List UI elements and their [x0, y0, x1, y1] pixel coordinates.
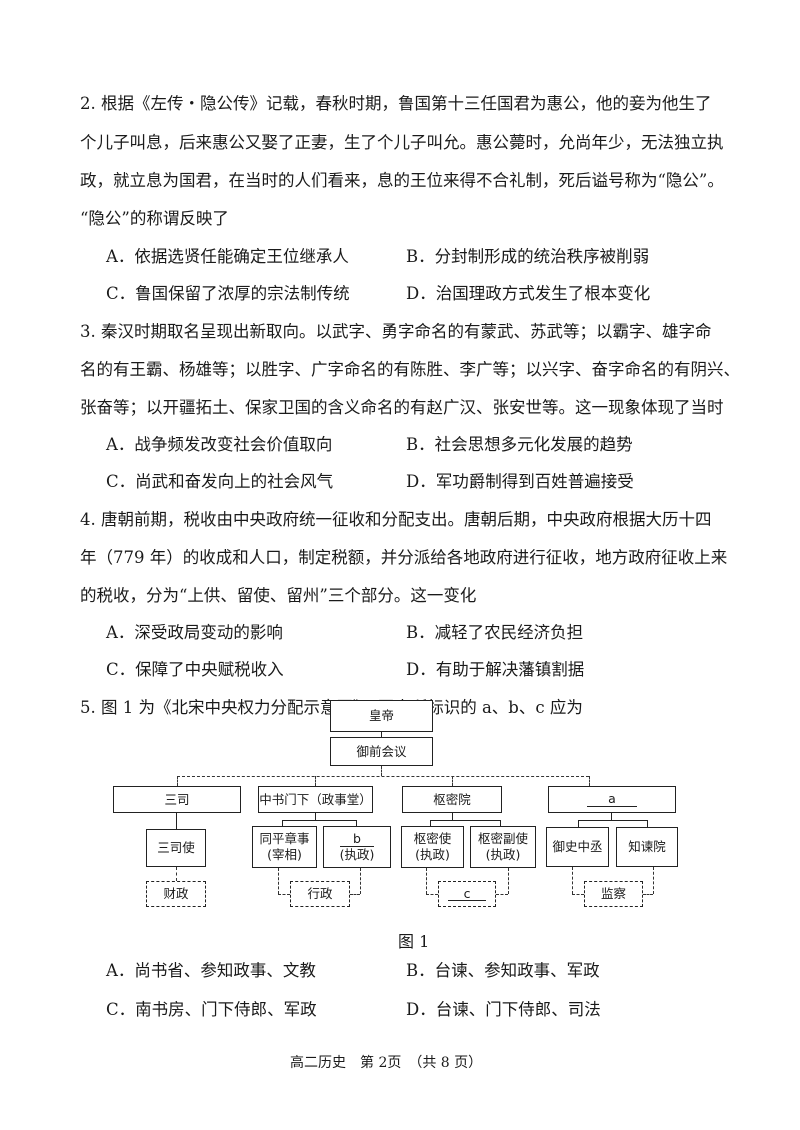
q3-line-2: 名的有王霸、杨雄等；以胜字、广字命名的有陈胜、李广等；以兴字、奋字命名的有阴兴、 — [80, 360, 740, 379]
dashed-branch — [177, 776, 589, 777]
dashed-branch — [653, 867, 654, 894]
connector — [430, 820, 432, 829]
shumi-shi-title: 枢密使 — [413, 831, 452, 847]
q2-option-d[interactable]: D．治国理政方式发生了根本变化 — [406, 284, 651, 303]
q5-option-a[interactable]: A．尚书省、参知政事、文教 — [106, 961, 316, 980]
connector — [176, 813, 178, 829]
connector — [381, 732, 383, 738]
sansi-shi-box: 三司使 — [146, 829, 206, 867]
connector — [315, 813, 317, 821]
caizheng-box: 财政 — [146, 881, 206, 907]
zhongshu-box: 中书门下（政事堂） — [258, 786, 373, 813]
q3-option-b[interactable]: B．社会思想多元化发展的趋势 — [406, 435, 633, 454]
connector — [282, 820, 357, 822]
q2-option-c[interactable]: C．鲁国保留了浓厚的宗法制传统 — [106, 284, 350, 303]
connector — [356, 820, 358, 829]
connector — [500, 820, 502, 829]
connector — [430, 820, 500, 822]
dashed-branch — [572, 867, 573, 894]
connector — [578, 820, 580, 829]
q3-option-d[interactable]: D．军功爵制得到百姓普遍接受 — [406, 472, 634, 491]
a-box: a — [548, 786, 676, 813]
shumi-fushi-title: 枢密副使 — [477, 831, 528, 847]
dashed-branch — [572, 894, 584, 895]
dashed-branch — [176, 867, 177, 881]
q5-option-b[interactable]: B．台谏、参知政事、军政 — [406, 961, 600, 980]
q3-line-3: 张奋等；以开疆拓土、保家卫国的含义命名的有赵广汉、张安世等。这一现象体现了当时 — [80, 398, 724, 417]
dashed-branch — [426, 868, 427, 894]
dashed-branch — [589, 776, 590, 786]
dashed-branch — [381, 766, 382, 776]
q4-line-3: 的税收，分为“上供、留使、留州”三个部分。这一变化 — [80, 586, 477, 605]
q2-line-4: “隐公”的称谓反映了 — [80, 209, 229, 228]
shumi-box: 枢密院 — [402, 786, 502, 813]
tongping-sub: (宰相) — [267, 847, 302, 862]
jiancha-box: 监察 — [584, 881, 643, 907]
connector — [578, 820, 648, 822]
shumi-fushi-box: 枢密副使 (执政) — [470, 826, 536, 868]
connector — [282, 820, 284, 829]
q2-option-a[interactable]: A．依据选贤任能确定王位继承人 — [106, 247, 349, 266]
dashed-branch — [360, 868, 361, 894]
connector — [452, 813, 454, 821]
dashed-branch — [278, 868, 279, 894]
q3-line-1: 3. 秦汉时期取名呈现出新取向。以武字、勇字命名的有蒙武、苏武等；以霸字、雄字命 — [80, 322, 712, 341]
figure-caption: 图 1 — [398, 932, 430, 951]
q2-line-1: 2. 根据《左传・隐公传》记载，春秋时期，鲁国第十三任国君为惠公，他的妾为他生了 — [80, 94, 712, 113]
shumi-shi-box: 枢密使 (执政) — [401, 826, 464, 868]
blank-a: a — [587, 792, 637, 807]
b-box: b (执政) — [323, 826, 391, 868]
sansi-box: 三司 — [113, 786, 241, 813]
q4-option-c[interactable]: C．保障了中央赋税收入 — [106, 660, 284, 679]
q4-line-2: 年（779 年）的收成和人口，制定税额，并分派给各地政府进行征收，地方政府征收上… — [80, 548, 728, 567]
tongping-title: 同平章事 — [259, 831, 310, 847]
yushi-box: 御史中丞 — [546, 827, 609, 867]
b-sub: (执政) — [339, 846, 375, 862]
dashed-branch — [508, 868, 509, 894]
connector — [647, 820, 649, 829]
q3-option-c[interactable]: C．尚武和奋发向上的社会风气 — [106, 472, 334, 491]
dashed-branch — [177, 776, 178, 786]
dashed-branch — [426, 894, 438, 895]
zhijian-box: 知谏院 — [616, 827, 678, 867]
q4-option-a[interactable]: A．深受政局变动的影响 — [106, 623, 283, 642]
q2-line-2: 个儿子叫息，后来惠公又娶了正妻，生了个儿子叫允。惠公薨时，允尚年少，无法独立执 — [80, 133, 724, 152]
q5-option-c[interactable]: C．南书房、门下侍郎、军政 — [106, 1000, 317, 1019]
q4-line-1: 4. 唐朝前期，税收由中央政府统一征收和分配支出。唐朝后期，中央政府根据大历十四 — [80, 510, 712, 529]
dashed-branch — [452, 776, 453, 786]
emperor-box: 皇帝 — [330, 700, 433, 732]
q2-line-3: 政，就立息为国君，在当时的人们看来，息的王位来得不合礼制，死后谥号称为“隐公”。 — [80, 171, 724, 190]
blank-b: b — [339, 832, 374, 847]
q5-option-d[interactable]: D．台谏、门下侍郎、司法 — [406, 1000, 601, 1019]
dashed-branch — [496, 894, 508, 895]
q2-option-b[interactable]: B．分封制形成的统治秩序被削弱 — [406, 247, 650, 266]
council-box: 御前会议 — [330, 737, 433, 766]
dashed-branch — [350, 894, 360, 895]
tongping-box: 同平章事 (宰相) — [252, 826, 317, 868]
page-footer: 高二历史 第 2页 （共 8 页） — [290, 1055, 483, 1071]
c-box: c — [438, 881, 496, 907]
dashed-branch — [643, 894, 653, 895]
shumi-shi-sub: (执政) — [415, 847, 450, 862]
dashed-branch — [315, 776, 316, 786]
q3-option-a[interactable]: A．战争频发改变社会价值取向 — [106, 435, 333, 454]
dashed-branch — [278, 894, 290, 895]
blank-c: c — [448, 886, 486, 902]
shumi-fushi-sub: (执政) — [485, 847, 521, 862]
q4-option-d[interactable]: D．有助于解决藩镇割据 — [406, 660, 585, 679]
connector — [611, 813, 613, 821]
xingzheng-box: 行政 — [290, 881, 350, 907]
q4-option-b[interactable]: B．减轻了农民经济负担 — [406, 623, 584, 642]
